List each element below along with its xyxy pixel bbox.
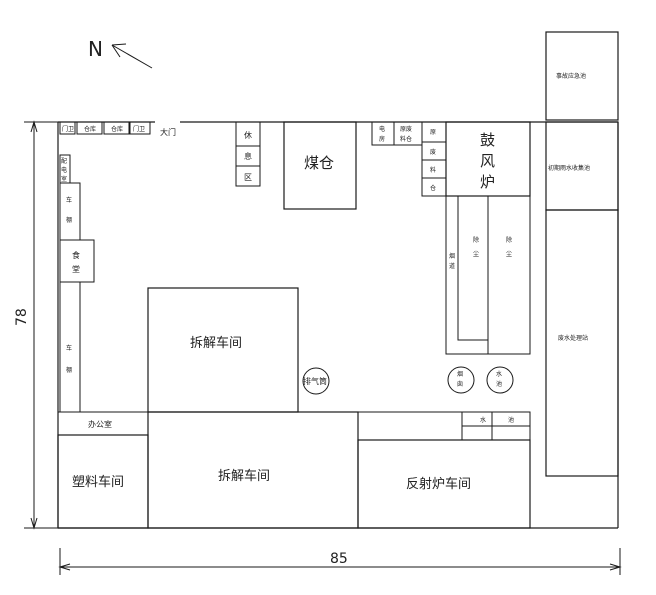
wastewater-label: 废水处理站 (558, 334, 588, 342)
north-arrow-icon (111, 43, 153, 69)
car-shed-1 (59, 182, 81, 241)
coal-label: 煤仓 (304, 154, 334, 172)
shed2-1: 车 (66, 344, 72, 352)
blower-1: 鼓 (480, 131, 495, 149)
rest-1: 休 (244, 130, 252, 140)
chimney (447, 366, 475, 394)
emergency-pool (545, 31, 619, 121)
wasteside-1: 原 (430, 129, 436, 136)
water-pool-circle (486, 366, 514, 394)
site-boundary (57, 121, 619, 529)
power-1: 电 (379, 125, 385, 133)
left-top-3: 室 (61, 175, 67, 183)
dust-1: 除 (473, 236, 479, 244)
left-top-1: 配 (61, 158, 67, 165)
wastewater-station (545, 209, 619, 477)
pool-small: 池 (508, 416, 514, 424)
dust-4: 尘 (506, 250, 512, 258)
plastic-label: 塑料车间 (72, 474, 124, 490)
pool-2: 池 (496, 380, 502, 388)
height-dimension (24, 120, 58, 530)
rainwater-label: 初期雨水收集池 (548, 164, 590, 172)
gate-label: 大门 (160, 127, 176, 137)
coal-bunker (283, 121, 357, 210)
blower-2: 风 (480, 152, 495, 170)
north-label: N (88, 37, 103, 61)
canteen-1: 食 (72, 250, 80, 260)
wasteside-2: 废 (430, 148, 436, 156)
pool-1: 水 (496, 370, 502, 378)
exhaust-label: 排气筒 (303, 376, 327, 386)
wasteside-3: 料 (430, 166, 436, 174)
shed2-2: 棚 (66, 366, 72, 374)
rest-2: 息 (244, 151, 252, 161)
dust-2: 尘 (473, 250, 479, 258)
flue-2: 道 (449, 262, 455, 270)
shed1-2: 棚 (66, 216, 72, 224)
power-2: 房 (379, 135, 385, 143)
flue-1: 烟 (449, 252, 455, 260)
exhaust-stack (302, 367, 330, 395)
emergency-label: 事故应急池 (556, 72, 586, 80)
chimney-1: 烟 (457, 370, 463, 378)
reverb-label: 反射炉车间 (406, 476, 471, 492)
top-small-1: 门卫 (62, 125, 74, 133)
office-label: 办公室 (88, 419, 112, 429)
dismantle-1-label: 拆解车间 (190, 335, 242, 351)
rest-3: 区 (244, 173, 252, 182)
blower-3: 炉 (480, 173, 495, 191)
water-small: 水 (480, 416, 486, 424)
rest-area-3 (235, 165, 261, 187)
wasteside-4: 仓 (430, 184, 436, 192)
chimney-2: 囱 (457, 380, 463, 388)
width-dimension (58, 548, 622, 575)
top-small-2: 仓库 (84, 125, 96, 133)
top-small-4: 门卫 (133, 125, 145, 133)
top-left-rooms (59, 121, 151, 135)
reverberatory-workshop (357, 439, 531, 529)
shed1-1: 车 (66, 196, 72, 204)
flue-duct (457, 195, 489, 341)
width-value: 85 (330, 551, 348, 567)
raw-1: 原废 (400, 125, 412, 133)
dismantle-2-label: 拆解车间 (218, 468, 270, 484)
dust-3: 除 (506, 236, 512, 244)
left-top-2: 电 (61, 166, 67, 174)
top-small-3: 仓库 (111, 125, 123, 133)
height-value: 78 (14, 308, 30, 326)
canteen (59, 239, 95, 283)
raw-2: 料仓 (400, 135, 412, 143)
canteen-2: 堂 (72, 264, 80, 274)
